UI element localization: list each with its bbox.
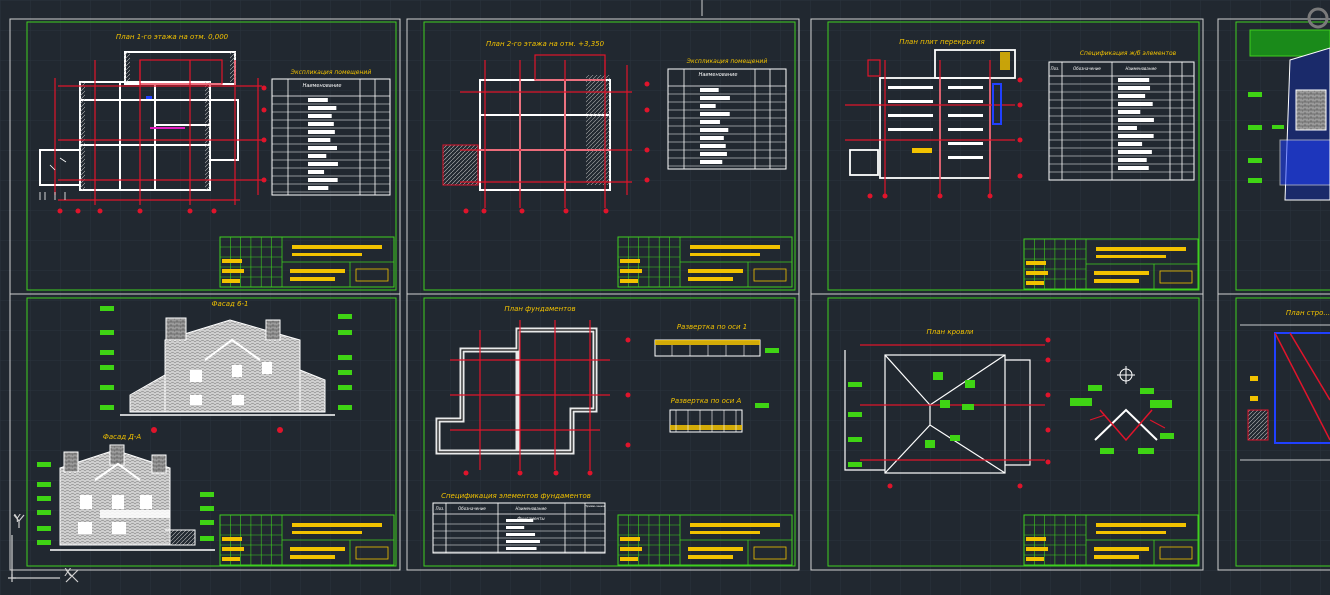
floor-plan-1-title: План 1-го этажа на отм. 0,000 — [115, 33, 229, 41]
sheet-border-6[interactable] — [406, 293, 800, 571]
schedule-cell-text — [506, 540, 540, 543]
title-block — [617, 236, 793, 288]
schedule-cell-text — [700, 96, 730, 100]
drawing-frames — [26, 21, 1330, 567]
title-block — [219, 236, 395, 288]
slab-spec[interactable] — [1048, 61, 1195, 181]
schedule-cell-text — [700, 136, 724, 140]
slab-plan[interactable] — [845, 49, 1023, 199]
schedule-cell-text — [308, 114, 332, 118]
schedule-cell-text — [506, 547, 537, 550]
floor-plan-2-title: План 2-го этажа на отм. +3,350 — [485, 40, 605, 48]
roof-node-detail — [1070, 366, 1174, 454]
unfold-axis-1[interactable] — [654, 339, 779, 357]
slab-spec-col2: Обозначение — [1073, 66, 1101, 71]
schedule-cell-text — [506, 519, 534, 522]
schedule-cell-text — [506, 526, 525, 529]
sheet-border-7[interactable] — [810, 293, 1204, 571]
facade-6-1[interactable] — [100, 306, 352, 433]
sheet-border-8[interactable] — [1217, 293, 1330, 571]
schedule-cell-text — [700, 128, 729, 132]
schedule-cell-text — [1118, 142, 1143, 146]
foundation-spec-title: Спецификация элементов фундаментов — [441, 492, 591, 500]
ucs-x-axis-label: X — [64, 566, 72, 579]
room-schedule-2-header: Наименование — [698, 72, 738, 78]
schedule-cell-text — [1118, 118, 1154, 122]
foundation-plan-title: План фундаментов — [504, 305, 576, 313]
title-blocks — [219, 236, 1199, 566]
schedule-cell-text — [1118, 134, 1154, 138]
sheet-borders — [9, 18, 1330, 571]
room-schedule-2[interactable] — [667, 68, 787, 170]
schedule-cell-text — [700, 160, 723, 164]
foundation-spec-subheader: Фундаменты — [517, 516, 545, 521]
facade-d-a[interactable] — [37, 444, 215, 551]
title-block — [617, 514, 793, 566]
floor-plan-2[interactable] — [442, 54, 650, 214]
schedule-cell-text — [700, 104, 716, 108]
rafter-plan[interactable] — [1240, 324, 1330, 461]
schedule-cell-text — [308, 98, 328, 102]
unfold-axis-a-title: Развертка по оси А — [670, 397, 742, 405]
schedule-cell-text — [1118, 110, 1141, 114]
schedule-cell-text — [1118, 166, 1149, 170]
title-block — [1023, 514, 1199, 566]
schedule-cell-text — [700, 144, 726, 148]
unfold-axis-1-title: Развертка по оси 1 — [676, 323, 748, 331]
schedule-cell-text — [308, 130, 335, 134]
schedule-cell-text — [308, 138, 331, 142]
foundation-spec-col1: Поз. — [435, 506, 445, 511]
rafter-plan-title: План стро... — [1285, 309, 1330, 317]
room-schedule-1[interactable] — [271, 78, 391, 196]
schedule-cell-text — [308, 122, 334, 126]
room-schedule-1-title: Экспликация помещений — [290, 69, 372, 76]
ucs-icon — [8, 514, 79, 583]
schedule-cell-text — [308, 162, 338, 166]
facade-6-1-title: Фасад 6-1 — [211, 300, 249, 308]
schedule-cell-text — [700, 152, 727, 156]
schedule-cell-text — [1118, 158, 1147, 162]
room-schedule-1-header: Наименование — [302, 83, 342, 89]
facade-a[interactable] — [1248, 7, 1330, 201]
slab-spec-col1: Поз. — [1050, 66, 1060, 71]
schedule-cell-text — [308, 146, 337, 150]
schedule-cell-text — [308, 186, 329, 190]
floor-plan-1[interactable] — [39, 51, 267, 214]
foundation-plan[interactable] — [435, 320, 631, 476]
schedule-cell-text — [308, 154, 327, 158]
foundation-spec-col4: Приме-чание — [584, 504, 606, 508]
slab-spec-title: Спецификация ж/б элементов — [1079, 50, 1177, 57]
roof-plan[interactable] — [844, 337, 1174, 489]
title-block — [1023, 238, 1199, 290]
schedule-cell-text — [506, 533, 536, 536]
room-schedule-2-title: Экспликация помещений — [686, 58, 768, 65]
schedule-cell-text — [700, 120, 720, 124]
schedule-cell-text — [308, 170, 325, 174]
foundation-spec-col3: Наименование — [515, 506, 547, 511]
foundation-spec[interactable] — [432, 502, 606, 554]
slab-plan-title: План плит перекрытия — [899, 38, 985, 46]
schedule-cell-text — [308, 106, 337, 110]
schedule-cell-text — [1118, 78, 1150, 82]
schedule-cell-text — [308, 178, 338, 182]
slab-spec-col3: Наименование — [1125, 66, 1157, 71]
schedule-cell-text — [1118, 126, 1137, 130]
title-block — [219, 514, 395, 566]
schedule-cell-text — [700, 88, 719, 92]
ucs-y-axis-label: Y — [14, 512, 21, 525]
unfold-axis-a[interactable] — [669, 403, 769, 433]
schedule-cell-text — [700, 112, 730, 116]
foundation-spec-col2: Обозначение — [458, 506, 486, 511]
sheet-border-5[interactable] — [9, 293, 401, 571]
schedule-cell-text — [1118, 150, 1152, 154]
schedule-cell-text — [1118, 102, 1153, 106]
facade-d-a-title: Фасад Д-А — [102, 433, 142, 441]
schedule-cell-text — [1118, 86, 1151, 90]
roof-plan-title: План кровли — [926, 328, 974, 336]
schedule-cell-text — [1118, 94, 1146, 98]
